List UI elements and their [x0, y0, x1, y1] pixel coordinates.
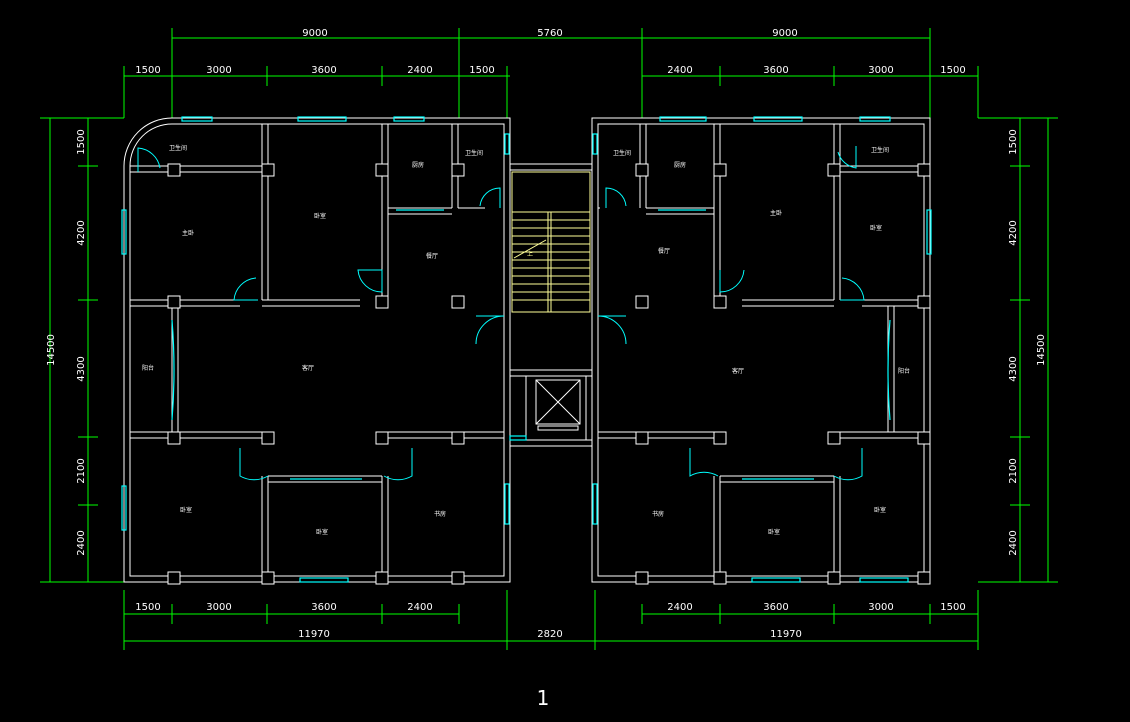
room-left-bed-bm: 卧室: [316, 528, 328, 536]
dim-right-3: 4300: [1008, 356, 1019, 381]
dim-top-left-3: 3600: [311, 65, 336, 76]
dim-top-right-3: 3000: [868, 65, 893, 76]
room-right-living: 客厅: [732, 367, 744, 375]
dim-left-2: 4200: [76, 220, 87, 245]
dim-top-right-4: 1500: [940, 65, 965, 76]
room-left-living: 客厅: [302, 364, 314, 372]
dim-left-4: 2100: [76, 458, 87, 483]
room-right-master: 主卧: [770, 209, 782, 217]
room-left-toilet2: 卫生间: [465, 149, 483, 157]
room-left-dining: 餐厅: [426, 252, 438, 260]
dim-bottom-left-2: 3000: [206, 602, 231, 613]
dim-bottom-overall-3: 11970: [770, 629, 802, 640]
dim-top-right-2: 3600: [763, 65, 788, 76]
room-right-bed-br: 卧室: [874, 506, 886, 514]
room-right-toilet1: 卫生间: [613, 149, 631, 157]
room-left-bedroom-top: 卧室: [314, 212, 326, 220]
room-left-toilet-top: 卫生间: [169, 144, 187, 152]
room-right-toilet2: 卫生间: [871, 146, 889, 154]
dim-right-5: 2400: [1008, 530, 1019, 555]
room-right-dining: 餐厅: [658, 247, 670, 255]
dim-bottom-left-4: 2400: [407, 602, 432, 613]
room-right-balcony: 阳台: [898, 367, 910, 375]
walls: [123, 117, 931, 583]
dim-left-3: 4300: [76, 356, 87, 381]
dim-left-5: 2400: [76, 530, 87, 555]
dim-right-total: 14500: [1036, 334, 1047, 366]
stair-mark: 上: [527, 250, 533, 258]
dim-left-total: 14500: [46, 334, 57, 366]
dim-top-left-2: 3000: [206, 65, 231, 76]
room-right-bed-bm: 卧室: [768, 528, 780, 536]
room-left-study: 书房: [434, 510, 446, 518]
stair: [511, 171, 591, 313]
sheet-number: 1: [537, 686, 550, 710]
room-left-master: 主卧: [182, 229, 194, 237]
dim-right-1: 1500: [1008, 129, 1019, 154]
room-right-study: 书房: [652, 510, 664, 518]
dim-right-2: 4200: [1008, 220, 1019, 245]
room-left-kitchen: 厨房: [412, 161, 424, 169]
elevator-shaft: [535, 379, 581, 431]
dim-top-left-4: 2400: [407, 65, 432, 76]
dim-bottom-right-1: 2400: [667, 602, 692, 613]
dim-bottom-overall-2: 2820: [537, 629, 562, 640]
doors: [137, 146, 865, 481]
dim-top-left-1: 1500: [135, 65, 160, 76]
dim-bottom-right-3: 3000: [868, 602, 893, 613]
dim-bottom-right-2: 3600: [763, 602, 788, 613]
dim-top-overall-2: 5760: [537, 28, 562, 39]
dim-top-overall-3: 9000: [772, 28, 797, 39]
columns: [167, 163, 931, 585]
dimension-lines: [40, 28, 1058, 650]
room-left-balcony: 阳台: [142, 364, 154, 372]
dim-top-right-1: 2400: [667, 65, 692, 76]
windows: [121, 116, 932, 583]
dim-left-1: 1500: [76, 129, 87, 154]
dim-bottom-left-3: 3600: [311, 602, 336, 613]
dim-right-4: 2100: [1008, 458, 1019, 483]
dim-top-overall-1: 9000: [302, 28, 327, 39]
dimension-texts: 9000 5760 9000 1500 3000 3600 2400 1500 …: [46, 28, 1047, 640]
room-right-bedroom-top: 卧室: [870, 224, 882, 232]
room-labels: 卫生间 主卧 卧室 厨房 卫生间 餐厅 阳台 客厅 卧室 卧室 书房 上 卫生间…: [142, 144, 910, 536]
room-left-bed-bl: 卧室: [180, 506, 192, 514]
dim-top-left-5: 1500: [469, 65, 494, 76]
dim-bottom-left-1: 1500: [135, 602, 160, 613]
dim-bottom-right-4: 1500: [940, 602, 965, 613]
dim-bottom-overall-1: 11970: [298, 629, 330, 640]
room-right-kitchen: 厨房: [674, 161, 686, 169]
